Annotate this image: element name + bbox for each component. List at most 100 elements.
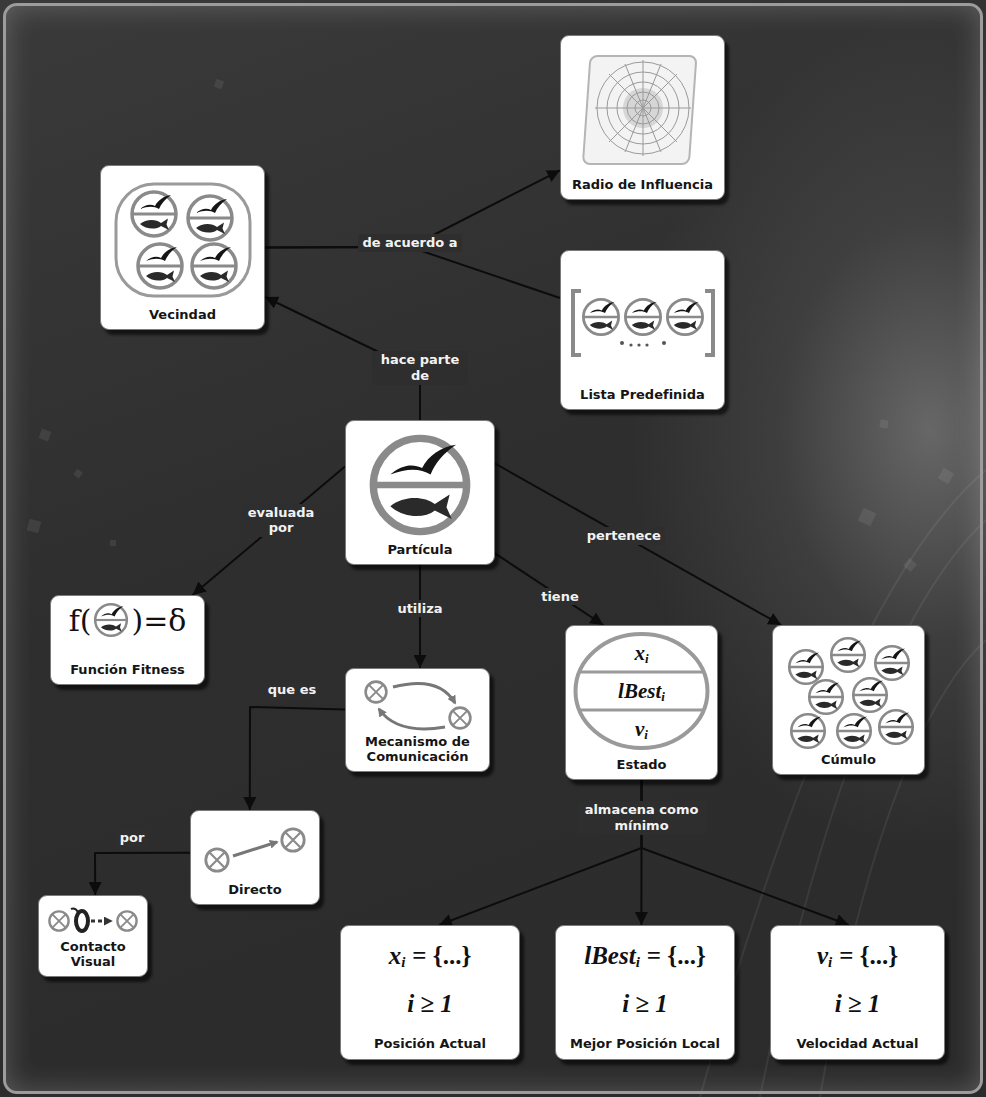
concept-box: Lista Predefinida: [560, 250, 725, 410]
edge-label: pertenece: [583, 527, 665, 545]
subscript: i: [636, 954, 640, 971]
connector: [193, 466, 345, 595]
edge-label: que es: [264, 681, 320, 699]
text-row: Función Fitness: [70, 663, 185, 678]
text-row: Posición Actual: [374, 1037, 486, 1052]
icon-area: [45, 902, 141, 940]
list-icon: [569, 287, 717, 359]
concept-box: xilBestiviEstado: [565, 625, 718, 780]
formula-text: f(: [69, 603, 92, 638]
icon-area: [357, 675, 479, 735]
concept-box: Directo: [190, 810, 320, 905]
formula-box: xi = {...} i ≥ 1 Posición Actual: [340, 925, 520, 1060]
text-row: xi = {...}: [389, 942, 472, 970]
concept-box: f( )=δFunción Fitness: [50, 595, 205, 685]
text-row: lBesti = {...}: [584, 942, 706, 970]
node-title: Contacto Visual: [45, 940, 141, 970]
text-row: Velocidad Actual: [796, 1037, 918, 1052]
state-symbol: x: [634, 641, 645, 666]
node-title: Mejor Posición Local: [570, 1037, 720, 1052]
connector: [495, 553, 603, 625]
node-title: Función Fitness: [70, 663, 185, 678]
edge-label: tiene: [537, 588, 583, 606]
text-row: f( )=δ: [69, 602, 187, 638]
concept-box: Vecindad: [100, 165, 265, 330]
edge-label: de acuerdo a: [358, 234, 461, 252]
subscript: i: [644, 727, 648, 743]
edge-label: utiliza: [393, 600, 446, 618]
concept-box: Radio de Influencia: [560, 35, 725, 200]
formula-box: vi = {...} i ≥ 1 Velocidad Actual: [770, 925, 945, 1060]
edge-label: almacena como mínimo: [577, 801, 707, 834]
text-row: Contacto Visual: [45, 940, 141, 970]
edge-label: evaluada por: [242, 504, 320, 537]
node-title: Velocidad Actual: [796, 1037, 918, 1052]
node-title: Cúmulo: [821, 753, 876, 768]
edge-label: hace parte de: [372, 351, 468, 384]
state-symbol: lBest: [618, 679, 661, 704]
neighbourhood-icon: [113, 181, 253, 299]
formula-text: = {...}: [412, 942, 471, 970]
radius-icon: [579, 48, 707, 172]
formula-text: = {...}: [839, 942, 898, 970]
node-title: Partícula: [387, 543, 452, 558]
text-row: Cúmulo: [821, 753, 876, 768]
icon-area: [365, 427, 475, 543]
communication-icon: [357, 675, 479, 735]
text-row: Directo: [228, 883, 281, 898]
formula-text: i ≥ 1: [622, 990, 668, 1018]
node-title: Directo: [228, 883, 281, 898]
state-symbol: v: [635, 717, 644, 742]
concept-box: Mecanismo de Comunicación: [345, 668, 490, 772]
node-title: Mecanismo de Comunicación: [352, 735, 483, 765]
concept-box: Partícula: [345, 420, 495, 565]
formula-text: x: [389, 942, 402, 970]
node-title: Posición Actual: [374, 1037, 486, 1052]
text-row: lBesti: [618, 672, 665, 710]
particle-icon: [365, 430, 475, 540]
icon-area: [569, 257, 717, 388]
node-title: Lista Predefinida: [580, 388, 705, 403]
icon-area: [579, 42, 707, 178]
subscript: i: [661, 689, 665, 705]
connector: [95, 853, 190, 895]
concept-box: Contacto Visual: [38, 895, 148, 977]
particle-icon: [93, 602, 129, 638]
text-row: i ≥ 1: [835, 990, 881, 1018]
text-row: xi: [634, 634, 648, 672]
text-row: Vecindad: [149, 308, 216, 323]
node-title: Estado: [617, 758, 667, 773]
formula-text: i ≥ 1: [835, 990, 881, 1018]
icon-area: [113, 172, 253, 308]
formula-text: lBest: [584, 942, 635, 970]
subscript: i: [828, 954, 832, 971]
subscript: i: [645, 651, 649, 667]
text-row: Mejor Posición Local: [570, 1037, 720, 1052]
icon-area: [781, 632, 917, 753]
connector: [250, 707, 345, 810]
swarm-icon: [781, 634, 917, 752]
edge-label: por: [116, 829, 149, 847]
icon-area: [199, 817, 311, 883]
text-row: vi: [635, 710, 648, 748]
text-row: vi = {...}: [817, 942, 898, 970]
formula-text: = {...}: [647, 942, 706, 970]
node-title: Vecindad: [149, 308, 216, 323]
visual-contact-icon: [45, 903, 141, 939]
text-row: Radio de Influencia: [572, 178, 713, 193]
subscript: i: [401, 954, 405, 971]
text-row: i ≥ 1: [407, 990, 453, 1018]
connector: [265, 247, 560, 298]
formula-box: lBesti = {...} i ≥ 1 Mejor Posición Local: [555, 925, 735, 1060]
node-title: Radio de Influencia: [572, 178, 713, 193]
formula-text: )=δ: [131, 603, 186, 638]
concept-box: Cúmulo: [772, 625, 925, 775]
text-row: Estado: [617, 758, 667, 773]
formula-text: v: [817, 942, 828, 970]
formula-text: i ≥ 1: [407, 990, 453, 1018]
text-row: Partícula: [387, 543, 452, 558]
text-row: Mecanismo de Comunicación: [352, 735, 483, 765]
connector: [495, 464, 781, 626]
